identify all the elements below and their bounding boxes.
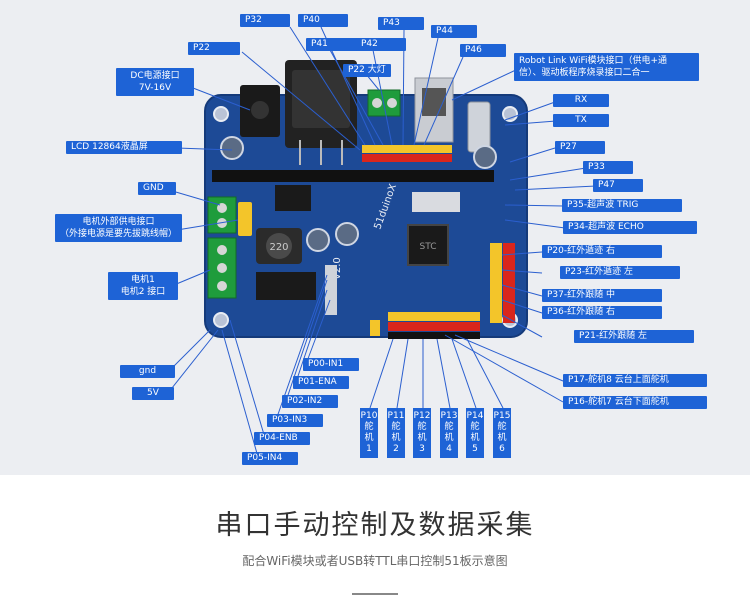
label-p37: P37-红外跟随 中 xyxy=(542,289,662,302)
label-p41: P41 xyxy=(306,38,358,51)
label-motor-power: 电机外部供电接口 （外接电源是要先拔跳线帽） xyxy=(55,214,182,242)
label-p20: P20-红外遁迹 右 xyxy=(542,245,662,258)
label-p32: P32 xyxy=(240,14,290,27)
label-p23: P23-红外遁迹 左 xyxy=(560,266,680,279)
main-chip-label: STC xyxy=(420,242,437,252)
label-p27: P27 xyxy=(555,141,605,154)
version-label: V2.0 xyxy=(332,257,343,280)
label-tx: TX xyxy=(553,114,609,127)
label-p22: P22 xyxy=(188,42,240,55)
label-servo-3-c2: 机 xyxy=(417,433,427,443)
label-servo-4: P13 舵 机 4 xyxy=(440,408,458,458)
label-servo-5-num: 5 xyxy=(472,444,478,454)
label-servo-3-pin: P12 xyxy=(413,411,431,421)
label-p35: P35-超声波 TRIG xyxy=(562,199,682,212)
label-servo-2-c1: 舵 xyxy=(391,422,401,432)
label-motor-power-line1: 电机外部供电接口 xyxy=(82,217,155,227)
label-servo-1-c1: 舵 xyxy=(364,422,374,432)
label-servo-2-c2: 机 xyxy=(391,433,401,443)
decorative-divider xyxy=(352,593,398,595)
label-servo-4-c2: 机 xyxy=(444,433,454,443)
label-p00: P00-IN1 xyxy=(303,358,359,371)
label-servo-2-pin: P11 xyxy=(387,411,405,421)
page-subtitle: 配合WiFi模块或者USB转TTL串口控制51板示意图 xyxy=(242,554,508,568)
label-p42: P42 xyxy=(356,38,406,51)
label-dc-power: DC电源接口 7V-16V xyxy=(116,68,194,96)
label-gnd-lower: gnd xyxy=(120,365,175,378)
label-p46: P46 xyxy=(460,44,506,57)
label-p05: P05-IN4 xyxy=(242,452,298,465)
label-p21: P21-红外跟随 左 xyxy=(574,330,694,343)
label-servo-5: P14 舵 机 5 xyxy=(466,408,484,458)
label-dc-power-line1: DC电源接口 xyxy=(130,71,180,81)
page-title: 串口手动控制及数据采集 xyxy=(215,510,535,541)
label-servo-5-c1: 舵 xyxy=(470,422,480,432)
label-p03: P03-IN3 xyxy=(267,414,323,427)
label-motor-interface: 电机1 电机2 接口 xyxy=(108,272,178,300)
label-servo-5-c2: 机 xyxy=(470,433,480,443)
label-servo-6-pin: P15 xyxy=(493,411,511,421)
label-gnd: GND xyxy=(138,182,176,195)
label-servo-3-c1: 舵 xyxy=(417,422,427,432)
label-servo-4-num: 4 xyxy=(446,444,452,454)
inductor-label: 220 xyxy=(269,242,288,253)
label-servo-2: P11 舵 机 2 xyxy=(387,408,405,458)
label-p36: P36-红外跟随 右 xyxy=(542,306,662,319)
label-dc-power-line2: 7V-16V xyxy=(138,83,172,93)
label-p04: P04-ENB xyxy=(254,432,310,445)
label-servo-6-num: 6 xyxy=(499,444,505,454)
label-servo-6: P15 舵 机 6 xyxy=(493,408,511,458)
label-p44: P44 xyxy=(431,25,477,38)
label-servo-1-c2: 机 xyxy=(364,433,374,443)
label-servo-3: P12 舵 机 3 xyxy=(413,408,431,458)
label-servo-4-c1: 舵 xyxy=(444,422,454,432)
label-p22-light: P22 大灯 xyxy=(343,64,391,77)
label-p40: P40 xyxy=(298,14,348,27)
label-servo-6-c1: 舵 xyxy=(497,422,507,432)
label-p47: P47 xyxy=(593,179,643,192)
label-servo-1-pin: P10 xyxy=(360,411,378,421)
label-motor-power-line2: （外接电源是要先拔跳线帽） xyxy=(60,229,178,239)
label-p43: P43 xyxy=(378,17,424,30)
label-p16: P16-舵机7 云台下面舵机 xyxy=(563,396,707,409)
label-servo-1-num: 1 xyxy=(366,444,372,454)
label-lcd: LCD 12864液晶屏 xyxy=(66,141,182,154)
label-p17: P17-舵机8 云台上面舵机 xyxy=(563,374,707,387)
board-illustration: 220 STC 51duinoX V2.0 xyxy=(167,26,597,458)
label-rx: RX xyxy=(553,94,609,107)
label-5v: 5V xyxy=(132,387,174,400)
label-wifi-line2: 信）、驱动板程序烧录接口二合一 xyxy=(519,68,650,78)
label-servo-1: P10 舵 机 1 xyxy=(360,408,378,458)
label-p02: P02-IN2 xyxy=(282,395,338,408)
label-servo-5-pin: P14 xyxy=(466,411,484,421)
label-p33: P33 xyxy=(583,161,633,174)
label-p34: P34-超声波 ECHO xyxy=(563,221,697,234)
label-motor-line2: 电机2 接口 xyxy=(120,287,166,297)
label-wifi-line1: Robot Link WiFi模块接口（供电+通 xyxy=(519,56,668,66)
label-servo-2-num: 2 xyxy=(393,444,399,454)
label-servo-4-pin: P13 xyxy=(440,411,458,421)
label-wifi-interface: Robot Link WiFi模块接口（供电+通 信）、驱动板程序烧录接口二合一 xyxy=(514,53,699,81)
label-motor-line1: 电机1 xyxy=(131,275,155,285)
label-p01: P01-ENA xyxy=(293,376,349,389)
label-servo-6-c2: 机 xyxy=(497,433,507,443)
label-servo-3-num: 3 xyxy=(419,444,425,454)
